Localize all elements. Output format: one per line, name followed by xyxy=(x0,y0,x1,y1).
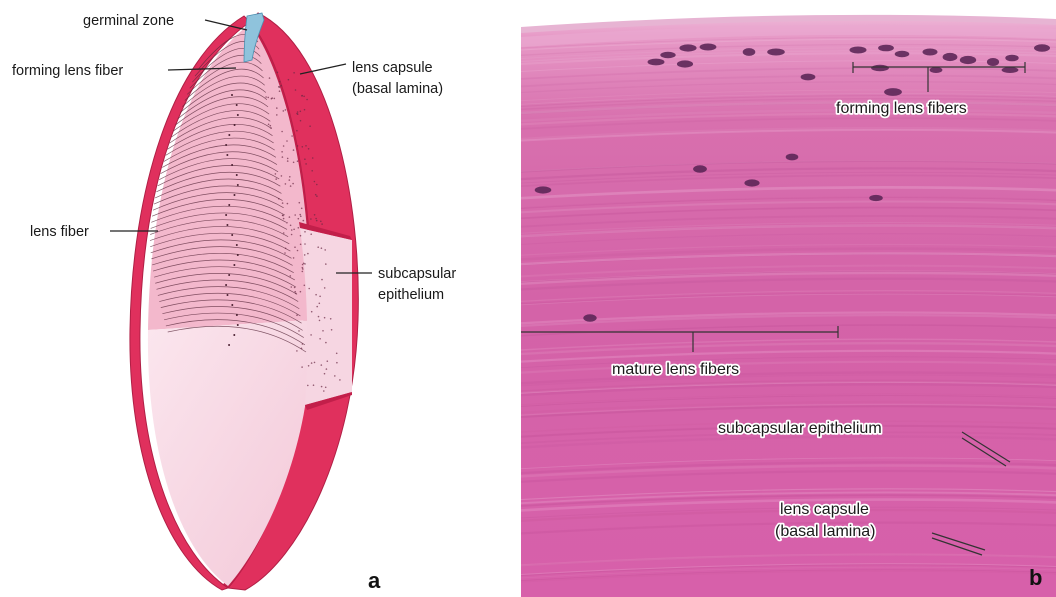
label-germinal-zone: germinal zone xyxy=(83,13,174,29)
label-lens-capsule-b-line1: lens capsule xyxy=(780,501,869,518)
label-subcapsular-line2: epithelium xyxy=(378,287,444,303)
panel-letter-b: b xyxy=(1029,565,1042,590)
label-subcapsular-line1: subcapsular xyxy=(378,266,456,282)
label-forming-lens-fibers: forming lens fibers xyxy=(836,100,967,117)
label-lens-capsule-line2: (basal lamina) xyxy=(352,81,443,97)
label-lens-capsule-line1: lens capsule xyxy=(352,60,433,76)
panel-letter-a: a xyxy=(368,568,381,593)
label-subcapsular-epithelium: subcapsular epithelium xyxy=(718,420,882,437)
label-forming-lens-fiber: forming lens fiber xyxy=(12,63,123,79)
label-lens-capsule-b-line2: (basal lamina) xyxy=(775,523,875,540)
label-mature-lens-fibers: mature lens fibers xyxy=(612,361,739,378)
panel-a-diagram: germinal zone forming lens fiber lens ca… xyxy=(12,13,456,593)
label-lens-fiber: lens fiber xyxy=(30,224,89,240)
